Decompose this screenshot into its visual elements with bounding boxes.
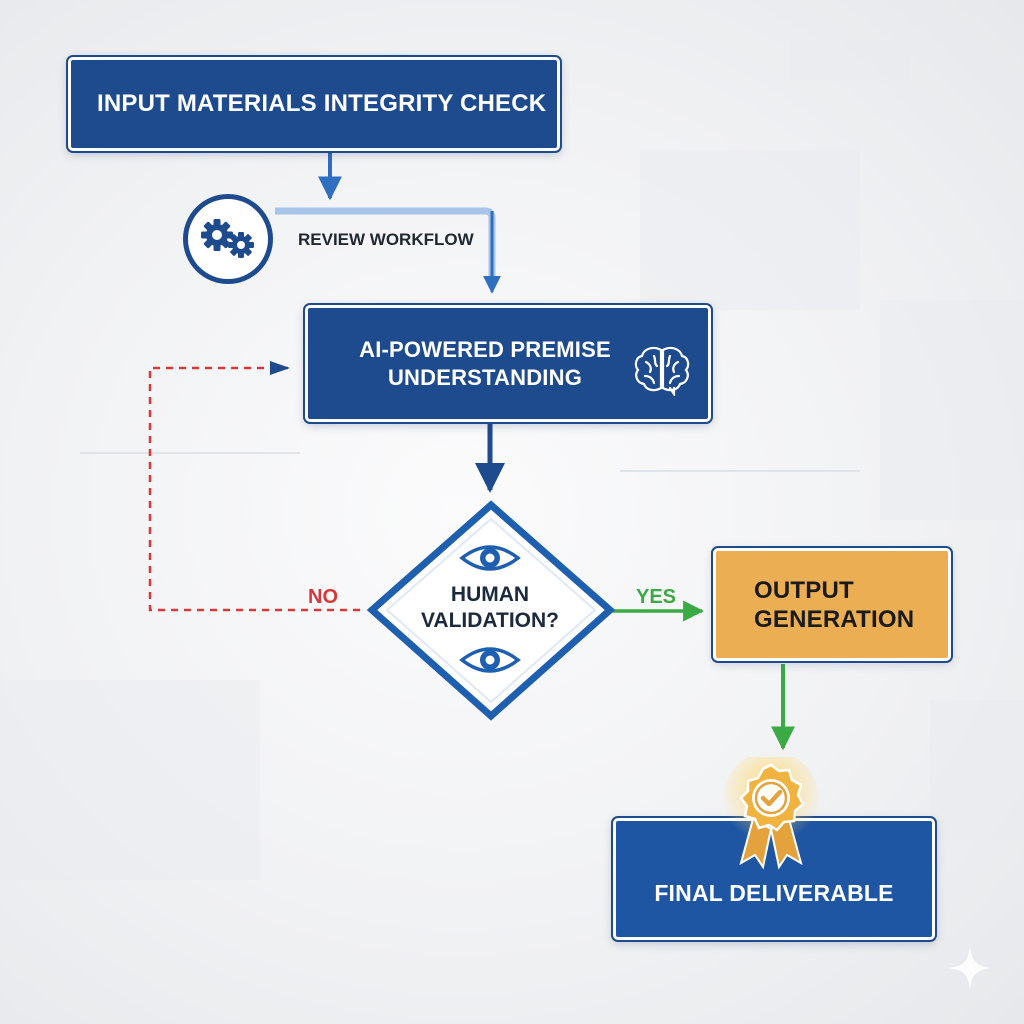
eye-icon bbox=[459, 545, 521, 571]
node-label: Input Materials Integrity Check bbox=[97, 90, 547, 117]
node-input-integrity-check[interactable]: Input Materials Integrity Check bbox=[66, 55, 562, 153]
node-label-line: Output bbox=[754, 576, 854, 604]
brain-icon bbox=[634, 346, 690, 396]
node-label: Final Deliverable bbox=[654, 880, 894, 906]
background-shape bbox=[640, 150, 860, 310]
sparkle-icon bbox=[948, 946, 992, 990]
review-workflow-badge bbox=[183, 194, 273, 284]
award-badge-icon bbox=[723, 757, 819, 870]
node-label-line: AI-Powered Premise bbox=[359, 336, 611, 362]
decision-label-line: Human bbox=[450, 583, 530, 606]
background-shape bbox=[880, 300, 1024, 520]
review-workflow-label: Review Workflow bbox=[298, 230, 474, 249]
arrow-no-loop-head bbox=[270, 361, 290, 375]
branch-yes-label: YES bbox=[636, 586, 677, 608]
decision-diamond bbox=[366, 500, 616, 721]
node-ai-premise-understanding[interactable]: AI-Powered Premise Understanding bbox=[303, 303, 713, 424]
background-shape bbox=[930, 700, 1024, 840]
background-line bbox=[80, 452, 300, 454]
decision-human-validation[interactable]: Human Validation? bbox=[395, 582, 585, 634]
arrow-no-loop bbox=[148, 366, 360, 612]
background-line bbox=[620, 470, 860, 472]
background-shape bbox=[0, 680, 260, 880]
node-output-generation[interactable]: Output Generation bbox=[711, 546, 953, 663]
node-label: Output Generation bbox=[754, 576, 914, 634]
gears-icon bbox=[201, 219, 254, 258]
node-label: AI-Powered Premise Understanding bbox=[359, 336, 611, 392]
eye-icon bbox=[459, 647, 521, 673]
branch-no-label: NO bbox=[308, 586, 338, 608]
node-label-line: Generation bbox=[754, 605, 915, 633]
decision-label-line: Validation? bbox=[420, 609, 560, 632]
node-label-line: Understanding bbox=[387, 364, 583, 390]
background-shape bbox=[790, 40, 910, 80]
